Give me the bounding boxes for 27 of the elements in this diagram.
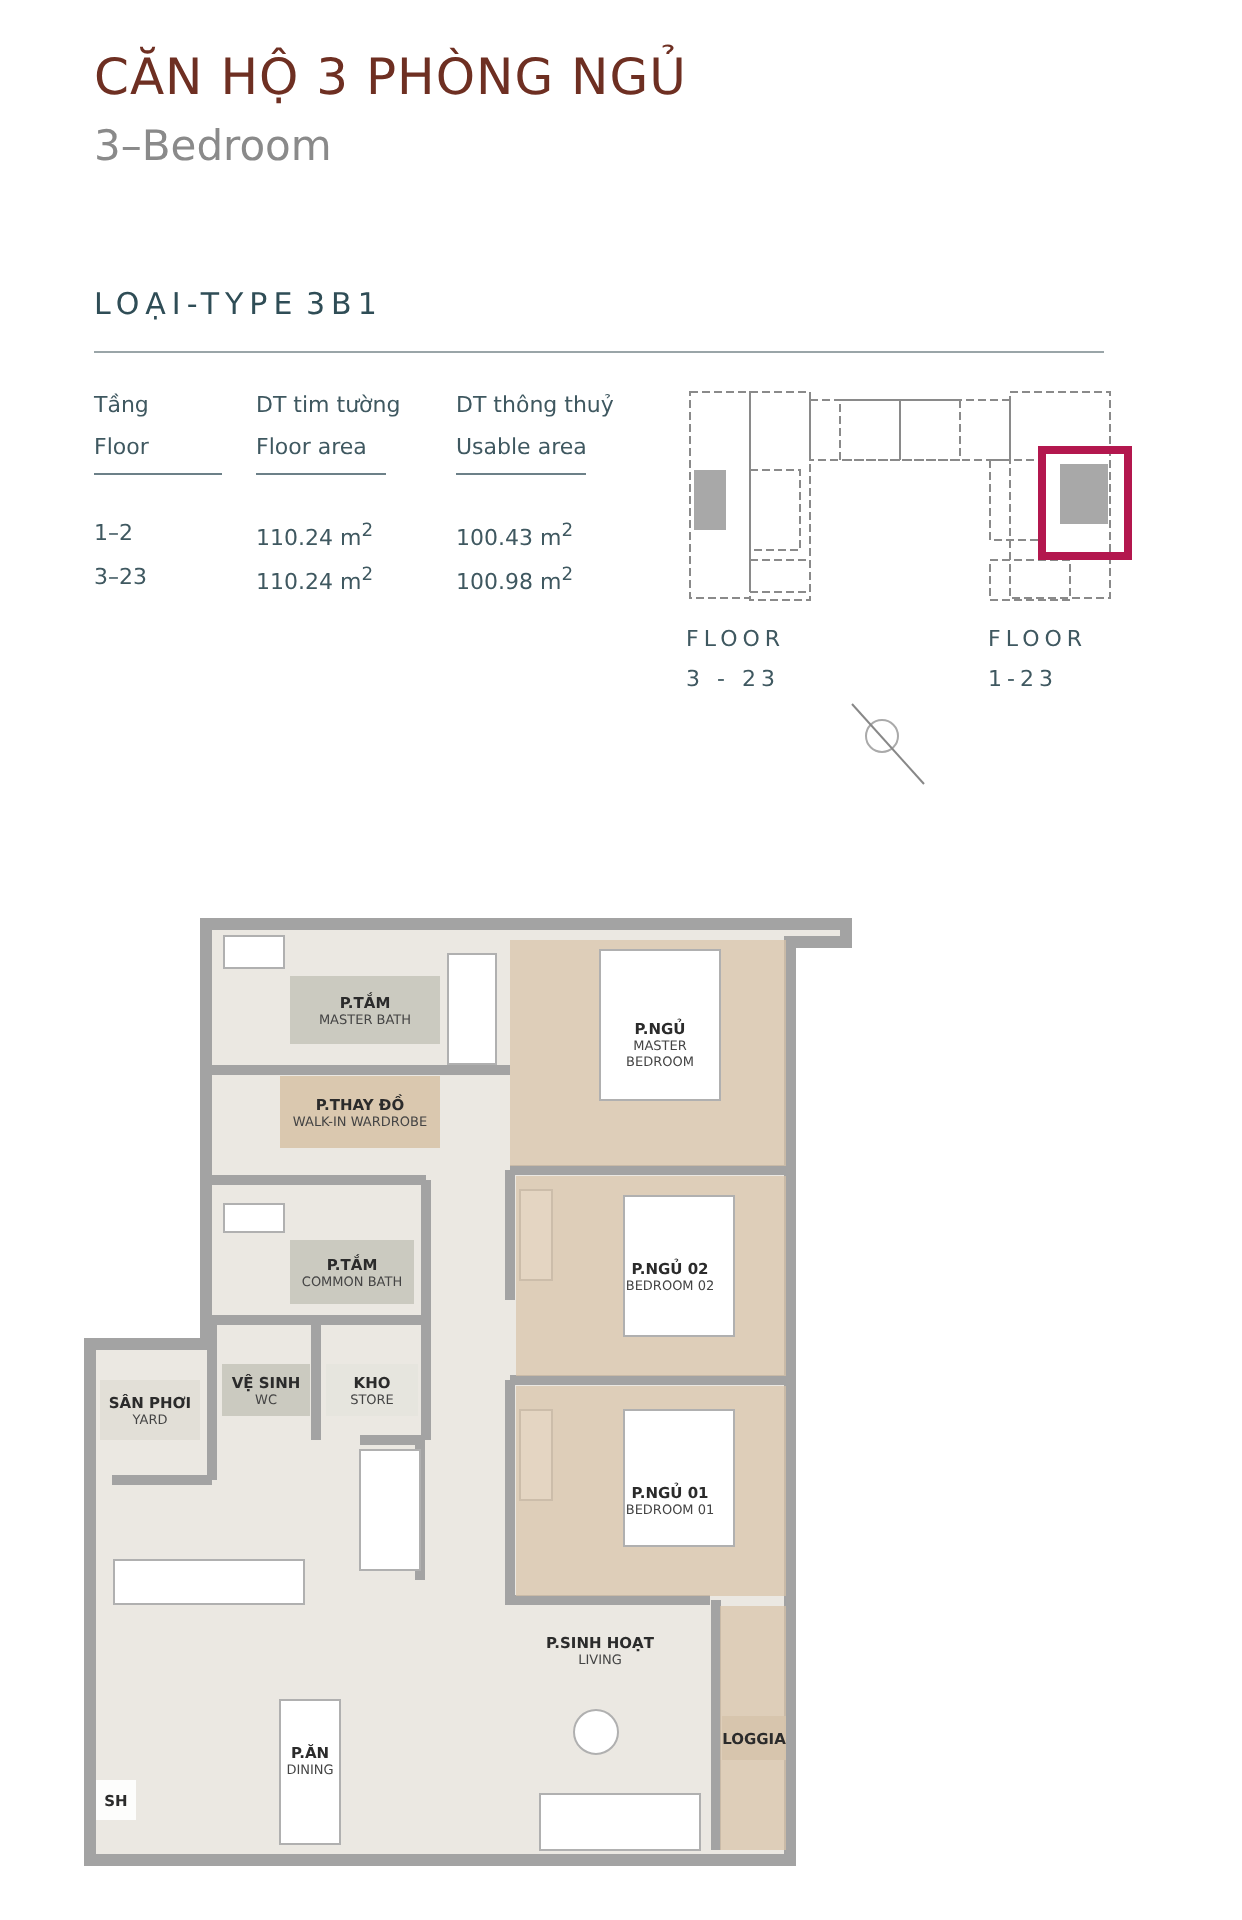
key-plan-label: 1-23 xyxy=(988,666,1058,692)
table-cell: 3–23 xyxy=(94,564,147,590)
room-area xyxy=(722,1716,786,1760)
table-header: DT thông thuỷ xyxy=(456,392,614,418)
table-header: DT tim tường xyxy=(256,392,401,418)
table-cell: 100.43 m$^{2}$ xyxy=(456,520,574,552)
table-header: Usable area xyxy=(456,434,587,460)
table-cell: 110.24 m$^{2}$ xyxy=(256,564,374,596)
room-area xyxy=(290,976,440,1044)
subtitle: 3–Bedroom xyxy=(94,122,332,170)
table-cell: 110.24 m$^{2}$ xyxy=(256,520,374,552)
room-area xyxy=(96,1780,136,1820)
table-cell: 1–2 xyxy=(94,520,133,546)
type-code: 3B1 xyxy=(306,286,383,322)
type-label: LOẠI-TYPE xyxy=(94,286,299,322)
room-area xyxy=(290,1240,414,1304)
key-plan-label: 3 - 23 xyxy=(686,666,780,692)
table-cell: 100.98 m$^{2}$ xyxy=(456,564,574,596)
table-header: Tầng xyxy=(94,392,149,418)
room-area xyxy=(280,1076,440,1148)
title: CĂN HỘ 3 PHÒNG NGỦ xyxy=(94,48,687,106)
key-plan-label: FLOOR xyxy=(988,626,1088,652)
key-plan-label: FLOOR xyxy=(686,626,786,652)
room-area xyxy=(222,1364,310,1416)
table-header: Floor area xyxy=(256,434,367,460)
room-area xyxy=(326,1364,418,1416)
table-header: Floor xyxy=(94,434,149,460)
